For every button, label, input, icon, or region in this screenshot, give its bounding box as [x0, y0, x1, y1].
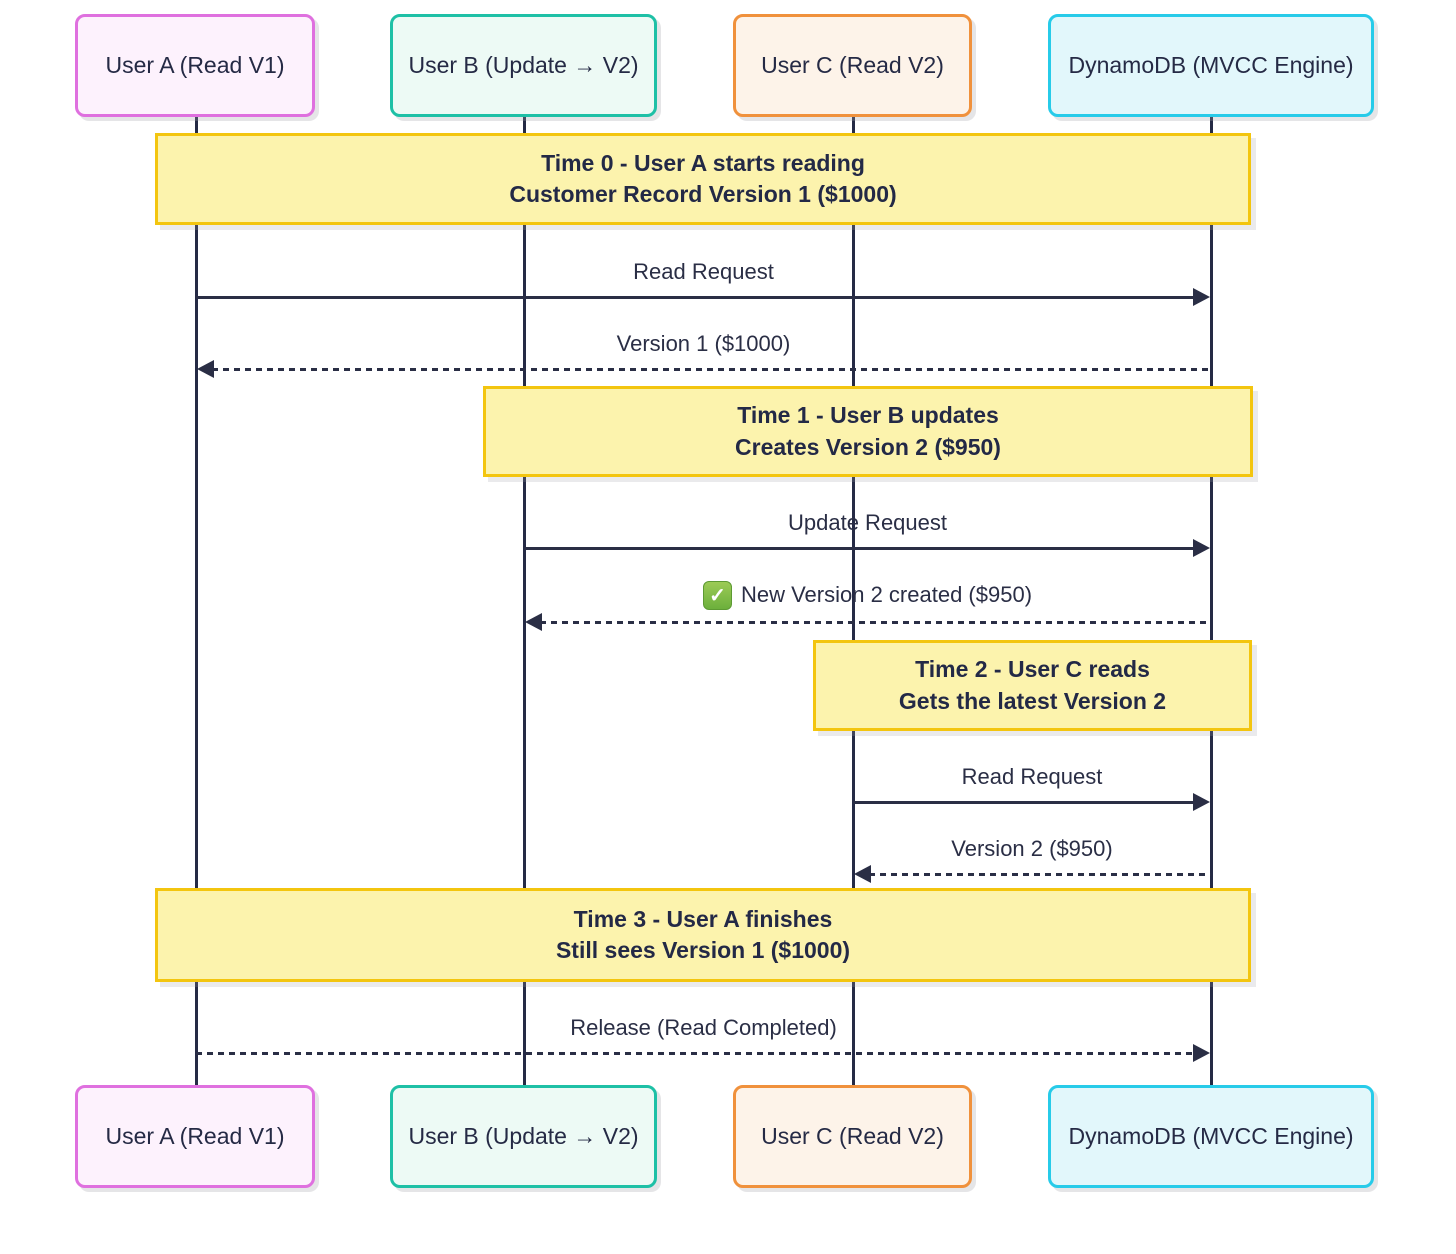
message-label-version-2: Version 2 ($950)	[853, 833, 1211, 865]
message-line-new-version-2	[540, 621, 1211, 624]
lifeline-user-c	[852, 117, 855, 1085]
note-line-2: Creates Version 2 ($950)	[735, 433, 1001, 460]
note-line-2: Customer Record Version 1 ($1000)	[509, 181, 897, 207]
message-label-read-request-c: Read Request	[853, 761, 1211, 793]
note-time-1: Time 1 - User B updates Creates Version …	[483, 386, 1253, 477]
note-line-2: Gets the latest Version 2	[898, 687, 1167, 714]
actor-top-user-b: User B (Update → V2)	[390, 14, 657, 117]
message-line-read-request-c	[853, 801, 1195, 804]
lifeline-user-b	[523, 117, 526, 1085]
note-line-1: Time 3 - User A finishes	[573, 905, 833, 932]
arrowhead-right	[1193, 539, 1210, 557]
arrowhead-right	[1193, 793, 1210, 811]
lifeline-dynamodb	[1210, 117, 1213, 1085]
message-label-update-request: Update Request	[524, 507, 1211, 539]
message-text: Read Request	[961, 764, 1103, 789]
message-label-version-1: Version 1 ($1000)	[196, 328, 1211, 360]
note-time-2: Time 2 - User C reads Gets the latest Ve…	[813, 640, 1252, 731]
message-label-new-version-2: ✓ New Version 2 created ($950)	[524, 579, 1211, 611]
arrowhead-left	[854, 865, 871, 883]
lifeline-user-a	[195, 117, 198, 1085]
message-label-release: Release (Read Completed)	[196, 1012, 1211, 1044]
note-line-1: Time 1 - User B updates	[737, 402, 999, 429]
actor-bottom-dynamodb: DynamoDB (MVCC Engine)	[1048, 1085, 1374, 1188]
arrowhead-left	[525, 613, 542, 631]
message-text: Release (Read Completed)	[570, 1015, 837, 1040]
note-line-2: Still sees Version 1 ($1000)	[555, 937, 851, 963]
actor-label: User C (Read V2)	[761, 52, 944, 78]
actor-top-user-a: User A (Read V1)	[75, 14, 315, 117]
actor-label: DynamoDB (MVCC Engine)	[1068, 52, 1354, 78]
message-line-version-1	[212, 368, 1211, 371]
message-text: Read Request	[633, 259, 774, 284]
actor-bottom-user-c: User C (Read V2)	[733, 1085, 972, 1188]
actor-label: User B (Update → V2)	[408, 1123, 639, 1149]
note-time-0: Time 0 - User A starts reading Customer …	[155, 133, 1251, 225]
message-line-update-request	[524, 547, 1195, 550]
message-label-read-request-a: Read Request	[196, 256, 1211, 288]
message-text: New Version 2 created ($950)	[740, 582, 1033, 607]
message-text: Update Request	[788, 510, 947, 535]
actor-bottom-user-b: User B (Update → V2)	[390, 1085, 657, 1188]
actor-top-user-c: User C (Read V2)	[733, 14, 972, 117]
message-line-read-request-a	[196, 296, 1195, 299]
note-line-1: Time 0 - User A starts reading	[541, 149, 865, 176]
actor-top-dynamodb: DynamoDB (MVCC Engine)	[1048, 14, 1374, 117]
check-icon: ✓	[702, 580, 732, 610]
arrowhead-right	[1193, 1044, 1210, 1062]
message-line-version-2	[869, 873, 1211, 876]
actor-label: User B (Update → V2)	[408, 52, 639, 78]
arrowhead-right	[1193, 288, 1210, 306]
message-text: Version 1 ($1000)	[616, 331, 791, 356]
actor-label: User C (Read V2)	[761, 1123, 944, 1149]
arrowhead-left	[197, 360, 214, 378]
note-line-1: Time 2 - User C reads	[915, 656, 1150, 683]
message-text: Version 2 ($950)	[951, 836, 1113, 861]
actor-label: User A (Read V1)	[105, 52, 285, 78]
note-time-3: Time 3 - User A finishes Still sees Vers…	[155, 888, 1251, 982]
actor-bottom-user-a: User A (Read V1)	[75, 1085, 315, 1188]
message-line-release	[196, 1052, 1195, 1055]
actor-label: User A (Read V1)	[105, 1123, 285, 1149]
actor-label: DynamoDB (MVCC Engine)	[1068, 1123, 1354, 1149]
